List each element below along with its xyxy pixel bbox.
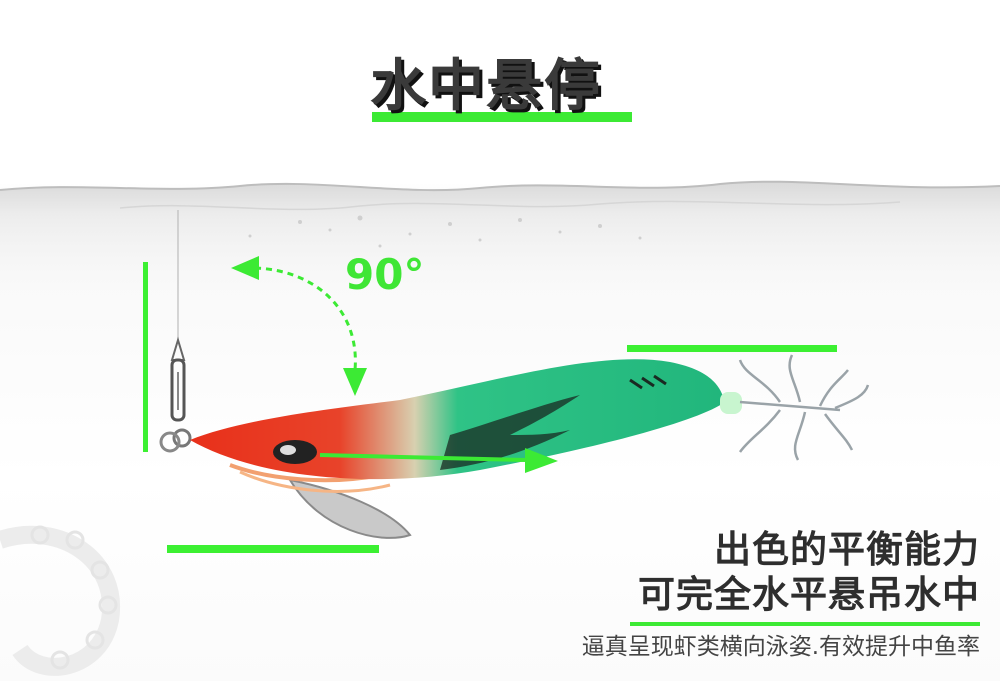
squid-jig-lure xyxy=(159,354,870,539)
water-surface xyxy=(0,180,1000,310)
headline-title: 水中悬停 xyxy=(370,54,602,119)
top-horizontal-reference-line xyxy=(627,345,837,352)
caption-tagline: 逼真呈现虾类横向泳姿.有效提升中鱼率 xyxy=(581,634,980,660)
bottom-horizontal-reference-line xyxy=(167,545,379,553)
octopus-tentacle-decoration xyxy=(0,525,121,676)
caption-line-1: 出色的平衡能力 xyxy=(714,528,980,571)
caption-underline xyxy=(630,622,980,626)
curved-dashed-arrow-icon xyxy=(231,256,367,396)
headline-underline xyxy=(372,112,632,122)
angle-label: 90° xyxy=(345,250,425,299)
caption-line-2: 可完全水平悬吊水中 xyxy=(638,573,980,616)
snap-swivel-icon xyxy=(170,210,192,448)
right-arrow-icon xyxy=(319,448,558,473)
vertical-reference-line xyxy=(143,262,148,452)
